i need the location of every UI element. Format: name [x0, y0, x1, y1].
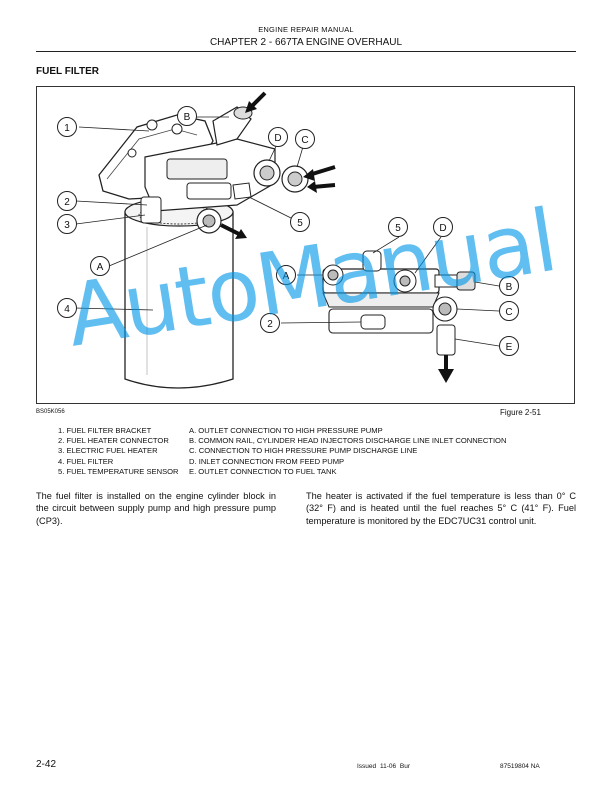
callout-B: B	[184, 112, 191, 123]
header-rule	[36, 51, 576, 52]
chapter-title: CHAPTER 2 - 667TA ENGINE OVERHAUL	[209, 37, 403, 48]
filter-canister	[124, 211, 234, 389]
legend-item: 1. FUEL FILTER BRACKET	[58, 426, 152, 435]
callout-4: 4	[64, 304, 70, 315]
page-number: 2-42	[36, 759, 57, 770]
callout-5-detail: 5	[395, 223, 401, 234]
callout-D-detail: D	[439, 223, 446, 234]
legend-lettered: A. OUTLET CONNECTION TO HIGH PRESSURE PU…	[189, 426, 506, 477]
callout-5: 5	[297, 218, 303, 229]
legend-item: 5. FUEL TEMPERATURE SENSOR	[58, 466, 179, 476]
manual-title: ENGINE REPAIR MANUAL	[258, 25, 354, 34]
callout-1: 1	[64, 123, 70, 134]
legend-item: C. CONNECTION TO HIGH PRESSURE PUMP DISC…	[189, 446, 418, 456]
legend-item: 2. FUEL HEATER CONNECTOR	[58, 436, 169, 446]
legend-item: E. OUTLET CONNECTION TO FUEL TANK	[189, 466, 337, 476]
issue-info: Issued 11-06 Bur	[357, 763, 411, 770]
legend-item: 4. FUEL FILTER	[58, 456, 114, 466]
legend-item: B. COMMON RAIL, CYLINDER HEAD INJECTORS …	[189, 436, 507, 446]
section-title: FUEL FILTER	[36, 66, 99, 77]
body-text-left: The fuel filter is installed on the engi…	[36, 491, 276, 526]
legend-item: 3. ELECTRIC FUEL HEATER	[58, 446, 158, 456]
fuel-filter-illustration: 1 2 3 4 A B D C 5 5 D A B C	[57, 91, 519, 389]
callout-A: A	[97, 262, 104, 273]
legend-item: D. INLET CONNECTION FROM FEED PUMP	[189, 456, 345, 466]
part-number: 87519804 NA	[500, 763, 540, 770]
callout-E-detail: E	[506, 342, 513, 353]
callout-3: 3	[64, 220, 70, 231]
figure-label: Figure 2-51	[500, 408, 541, 417]
callout-C-detail: C	[505, 307, 512, 318]
callout-2-detail: 2	[267, 319, 273, 330]
body-text-right: The heater is activated if the fuel temp…	[306, 491, 576, 526]
callout-D: D	[274, 133, 281, 144]
legend-numbered: 1. FUEL FILTER BRACKET 2. FUEL HEATER CO…	[58, 426, 179, 477]
legend-item: A. OUTLET CONNECTION TO HIGH PRESSURE PU…	[189, 426, 383, 435]
callout-2: 2	[64, 197, 70, 208]
figure-code: BS05K056	[36, 409, 65, 415]
callout-B-detail: B	[506, 282, 513, 293]
callout-A-detail: A	[283, 271, 290, 282]
callout-C: C	[301, 135, 308, 146]
figure-frame: 1 2 3 4 A B D C 5 5 D A B C	[36, 86, 575, 404]
